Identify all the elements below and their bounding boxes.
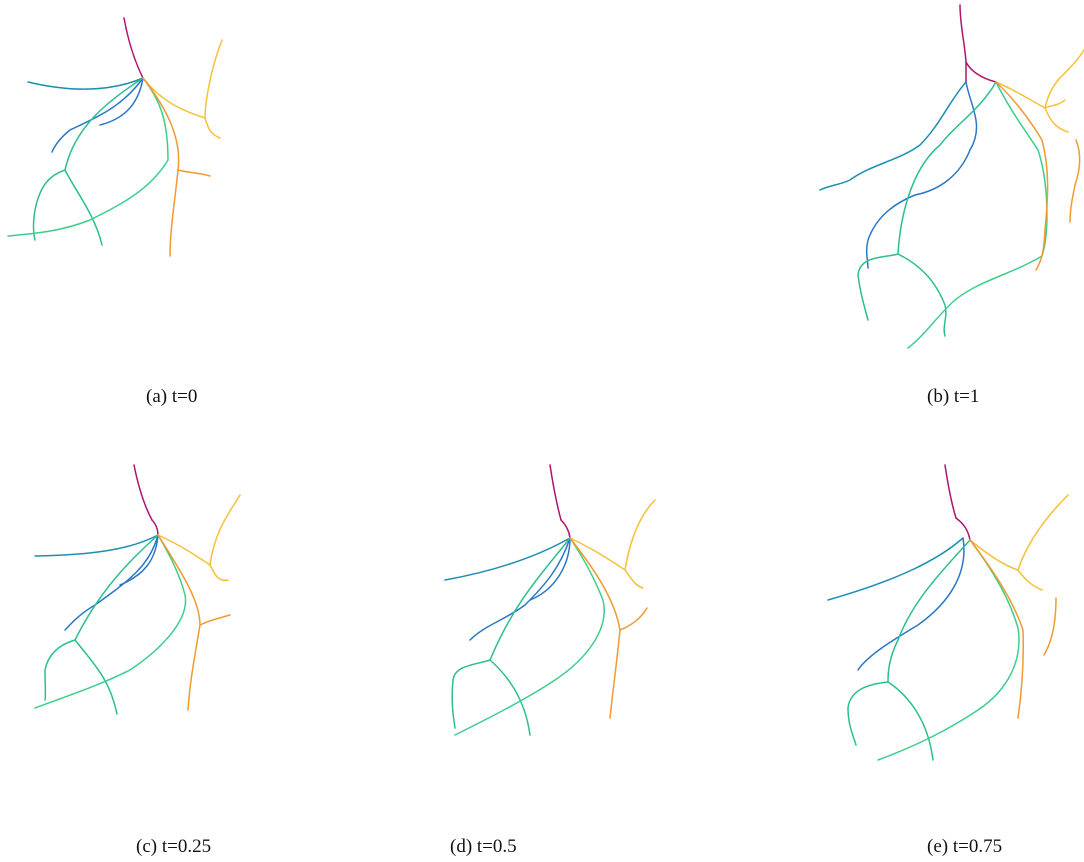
- branch-orange-2: [619, 607, 648, 631]
- branch-teal: [444, 537, 571, 581]
- branch-yellow: [142, 39, 223, 119]
- branch-blue-2: [529, 537, 571, 601]
- tree-figure-d: [444, 464, 656, 736]
- branch-magenta: [133, 464, 153, 521]
- branch-orange-2: [1069, 139, 1081, 223]
- branch-teal: [819, 81, 967, 191]
- panel-e: (e) t=0.75: [818, 460, 1084, 857]
- branch-yellow-2: [1017, 569, 1043, 591]
- branch-green-2: [897, 253, 947, 337]
- tree-figure-a: [7, 17, 223, 257]
- branch-green-2: [887, 681, 934, 761]
- tree-figure-c: [34, 464, 241, 715]
- branch-lightgreen: [877, 539, 1020, 761]
- panel-b: (b) t=1: [819, 0, 1084, 407]
- branch-magenta-2: [151, 519, 159, 536]
- branch-orange: [569, 537, 621, 719]
- panel-a: (a) t=0: [0, 10, 240, 407]
- branch-blue-2: [119, 534, 159, 586]
- branch-green-2: [74, 639, 118, 715]
- branch-yellow-3: [1044, 99, 1066, 109]
- branch-lightgreen: [34, 534, 187, 709]
- caption-a: (a) t=0: [146, 386, 198, 407]
- panel-d: (d) t=0.5: [435, 460, 665, 857]
- branch-yellow-2: [624, 569, 644, 589]
- branch-orange: [995, 81, 1049, 271]
- branch-yellow-2: [1044, 107, 1069, 133]
- branch-orange-2: [199, 614, 231, 626]
- branch-yellow-2: [209, 564, 229, 582]
- branch-blue-2: [99, 77, 144, 126]
- branch-yellow-2: [204, 117, 221, 139]
- branch-green-2: [64, 169, 103, 246]
- branch-blue: [51, 77, 144, 153]
- branch-magenta-2: [560, 519, 571, 539]
- branch-green: [32, 77, 144, 241]
- branch-green: [451, 537, 571, 729]
- branch-teal: [827, 537, 964, 601]
- panel-c: (c) t=0.25: [30, 460, 250, 857]
- branch-yellow: [995, 49, 1084, 109]
- branch-magenta: [123, 17, 144, 79]
- tree-figure-b: [819, 4, 1084, 349]
- branch-green: [857, 81, 997, 321]
- branch-magenta: [944, 464, 957, 519]
- branch-blue: [469, 537, 571, 641]
- branch-blue: [865, 81, 978, 269]
- branch-orange-2: [1043, 597, 1057, 656]
- branch-green: [847, 539, 971, 746]
- branch-orange: [969, 539, 1024, 719]
- branch-lightgreen: [454, 537, 605, 736]
- caption-d: (d) t=0.5: [450, 836, 517, 857]
- branch-teal: [27, 77, 144, 90]
- branch-teal: [34, 534, 159, 557]
- caption-b: (b) t=1: [927, 386, 980, 407]
- branch-green-2: [489, 659, 531, 736]
- branch-magenta: [549, 464, 562, 521]
- branch-orange-2: [177, 169, 211, 177]
- branch-blue: [857, 537, 965, 671]
- tree-figure-e: [827, 464, 1069, 761]
- branch-magenta-2: [955, 517, 971, 541]
- branch-green: [44, 534, 159, 701]
- caption-c: (c) t=0.25: [136, 836, 212, 857]
- branch-lightgreen: [7, 77, 169, 237]
- branch-lightgreen: [907, 81, 1048, 349]
- caption-e: (e) t=0.75: [927, 836, 1003, 857]
